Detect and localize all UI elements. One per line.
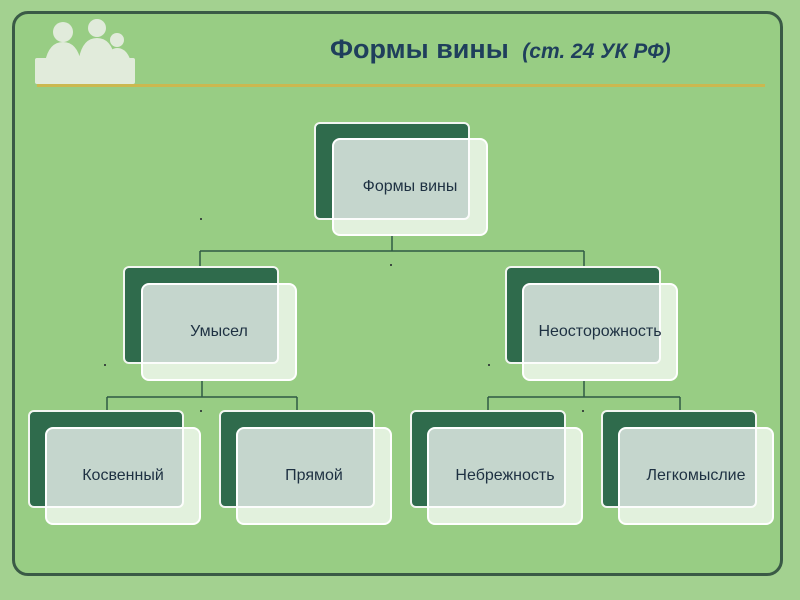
node-root: Формы вины xyxy=(332,138,488,236)
node-neostorozhnost-label: Неосторожность xyxy=(538,323,662,340)
node-umysel: Умысел xyxy=(141,283,297,381)
title-subtitle: (ст. 24 УК РФ) xyxy=(522,40,671,63)
decor-dot xyxy=(390,264,392,266)
node-root-label: Формы вины xyxy=(362,178,458,195)
node-nebrezhnost-label: Небрежность xyxy=(455,467,555,484)
decor-dot xyxy=(582,410,584,412)
node-kosvenny-label: Косвенный xyxy=(82,467,164,484)
decor-dot xyxy=(200,410,202,412)
decor-dot xyxy=(104,364,106,366)
node-kosvenny: Косвенный xyxy=(45,427,201,525)
node-legkomyslie-label: Легкомыслие xyxy=(646,467,746,484)
node-pryamoy-label: Прямой xyxy=(285,467,343,484)
slide-title: Формы вины (ст. 24 УК РФ) xyxy=(330,34,671,65)
title-underline xyxy=(37,84,765,87)
title-main: Формы вины xyxy=(330,34,509,64)
node-neostorozhnost: Неосторожность xyxy=(522,283,678,381)
node-umysel-label: Умысел xyxy=(190,323,248,340)
decor-dot xyxy=(200,218,202,220)
people-silhouette-icon xyxy=(35,19,135,84)
node-legkomyslie: Легкомыслие xyxy=(618,427,774,525)
decor-dot xyxy=(488,364,490,366)
node-pryamoy: Прямой xyxy=(236,427,392,525)
node-nebrezhnost: Небрежность xyxy=(427,427,583,525)
